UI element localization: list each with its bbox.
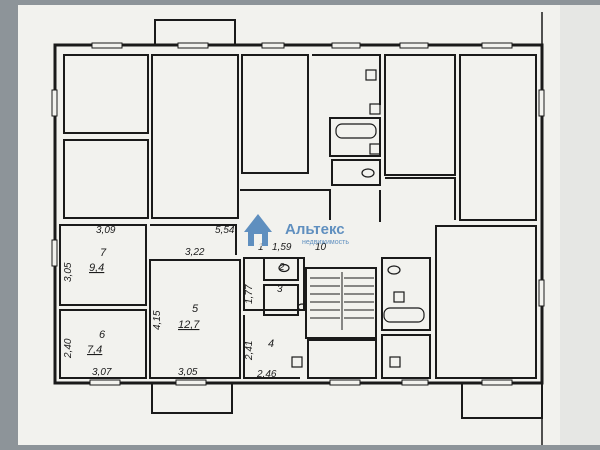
windows	[51, 42, 545, 386]
room-6-number: 6	[99, 329, 106, 341]
room-7-area: 9,4	[89, 262, 104, 274]
room-7-number: 7	[100, 247, 107, 259]
toilet-icon	[278, 168, 401, 311]
dim-2-40: 2,40	[63, 338, 74, 359]
dim-3-05: 3,05	[178, 367, 198, 378]
walls	[53, 12, 544, 445]
watermark-house-icon	[244, 214, 272, 246]
sink-icon	[291, 69, 405, 368]
paper-shadow	[560, 5, 600, 445]
room-2-number: 2	[278, 262, 285, 273]
room-labels: 7 9,4 6 7,4 5 12,7 4 3 2 1 10	[87, 242, 327, 356]
watermark-brand: Альтекс	[285, 221, 345, 238]
room-6-area: 7,4	[87, 344, 102, 356]
dim-3-22: 3,22	[185, 247, 205, 258]
room-4-number: 4	[268, 338, 274, 350]
stair-treads	[310, 272, 374, 330]
dim-2-41: 2,41	[244, 341, 255, 361]
dim-4-15: 4,15	[152, 310, 163, 330]
room-10-number: 10	[315, 242, 327, 253]
room-5-area: 12,7	[178, 319, 200, 331]
room-1-number: 1	[258, 242, 264, 253]
bathtub-icon	[335, 123, 425, 323]
dim-1-59: 1,59	[272, 242, 292, 253]
room-3-number: 3	[277, 284, 283, 295]
dim-3-05-vertical: 3,05	[63, 262, 74, 282]
watermark-logo: Альтекс недвижимость	[244, 214, 349, 246]
dim-1-77: 1,77	[244, 284, 255, 304]
dimension-labels: 3,09 3,05 2,40 3,07 3,22 4,15 3,05 5,54 …	[63, 225, 292, 380]
watermark-sub: недвижимость	[302, 239, 349, 246]
dim-3-09: 3,09	[96, 225, 116, 236]
room-5-number: 5	[192, 303, 199, 315]
dim-3-07: 3,07	[92, 367, 112, 378]
dim-2-46: 2,46	[256, 369, 277, 380]
dim-5-54: 5,54	[215, 225, 235, 236]
